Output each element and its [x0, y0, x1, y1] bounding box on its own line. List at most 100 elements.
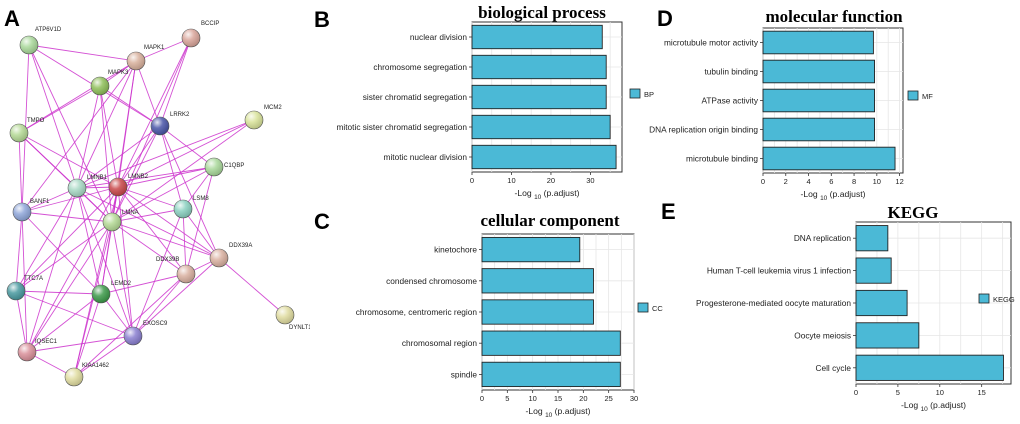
- category-label: kinetochore: [434, 245, 477, 255]
- network-edge: [73, 335, 134, 378]
- network-edge: [117, 125, 161, 188]
- network-edge: [182, 208, 187, 275]
- network-node-lmna: LMNA: [102, 210, 139, 232]
- network-edge: [18, 132, 23, 213]
- x-tick-label: 15: [554, 394, 562, 403]
- network-edge: [100, 221, 113, 295]
- network-node-lmnb1: LMNB1: [67, 175, 108, 198]
- bar-chromosome-segregation: [471, 54, 607, 80]
- bar-mitotic-sister-chromatid-segregation: [471, 114, 611, 140]
- node-shine: [13, 203, 31, 221]
- network-edge: [132, 273, 187, 337]
- network-edge: [26, 186, 119, 353]
- bar-chromosomal-region: [481, 330, 621, 356]
- panel-label-a: A: [4, 6, 20, 31]
- bar-progesterone-mediated-oocyte-maturation: [855, 289, 908, 317]
- network-edge: [117, 186, 184, 210]
- network-node-exosc9: EXOSC9: [123, 321, 168, 346]
- network-edge: [117, 186, 187, 275]
- category-label: microtubule motor activity: [664, 38, 759, 48]
- bar-dna-replication-origin-binding: [762, 117, 875, 142]
- category-label: Human T-cell leukemia virus 1 infection: [707, 266, 852, 276]
- x-tick-label: 15: [978, 388, 986, 397]
- x-axis-label: -Log 10 (p.adjust): [514, 188, 579, 201]
- network-node-mapk1: MAPK1: [126, 45, 165, 71]
- network-edge: [159, 125, 184, 210]
- category-label: spindle: [451, 369, 478, 379]
- legend-label: BP: [644, 90, 654, 99]
- network-node-lrrk2: LRRK2: [150, 112, 190, 136]
- panel-label: C: [314, 209, 330, 234]
- network-node-bccip: BCCIP: [181, 21, 219, 48]
- node-label: C1QBP: [224, 163, 244, 169]
- x-tick-label: 6: [829, 177, 833, 186]
- network-edge: [111, 119, 255, 223]
- node-label: MCM2: [264, 105, 282, 111]
- category-label: chromosome, centromeric region: [356, 307, 478, 317]
- node-shine: [124, 327, 142, 345]
- network-edge: [159, 125, 215, 168]
- node-shine: [210, 249, 228, 267]
- bar-kinetochore: [481, 236, 581, 263]
- network-edge: [185, 166, 215, 275]
- bar-chromosome-centromeric-region: [481, 299, 594, 325]
- network-edge: [26, 335, 134, 353]
- node-label: EXOSC9: [143, 321, 168, 327]
- network-edge: [135, 37, 192, 62]
- node-label: LSM8: [193, 196, 209, 202]
- node-label: KIAA1462: [82, 363, 110, 369]
- network-edge: [15, 186, 119, 292]
- node-label: TTC7A: [24, 276, 43, 282]
- node-label: LRRK2: [170, 112, 190, 118]
- bar-sister-chromatid-segregation: [471, 84, 607, 110]
- network-edge: [21, 60, 137, 213]
- network-edge: [21, 211, 102, 295]
- chart-title: molecular function: [765, 7, 903, 26]
- x-tick-label: 0: [480, 394, 484, 403]
- network-edge: [18, 85, 101, 134]
- network-edge: [132, 257, 220, 337]
- bar-cell-cycle: [855, 354, 1004, 381]
- network-node-banf1: BANF1: [12, 199, 50, 222]
- network-edge: [73, 221, 113, 378]
- network-edge: [15, 187, 78, 292]
- node-label: LMNB1: [87, 175, 108, 181]
- network-node-lmnb2: LMNB2: [108, 174, 149, 197]
- x-tick-label: 10: [873, 177, 881, 186]
- node-label: DDX39A: [229, 243, 252, 249]
- network-edge: [159, 37, 192, 127]
- x-tick-label: 8: [852, 177, 856, 186]
- network-edge: [159, 125, 220, 259]
- network-edge: [73, 273, 187, 378]
- legend-swatch: [978, 293, 990, 304]
- network-edge: [28, 44, 78, 189]
- node-shine: [127, 52, 145, 70]
- node-label: DYNLT1: [289, 325, 310, 331]
- node-shine: [18, 343, 36, 361]
- network-edge: [117, 186, 134, 337]
- x-tick-label: 20: [579, 394, 587, 403]
- network-edge: [182, 208, 220, 259]
- network-edge: [99, 85, 161, 127]
- category-label: Oocyte meiosis: [794, 330, 851, 340]
- chart-title: KEGG: [887, 203, 938, 222]
- x-tick-label: 20: [547, 176, 555, 185]
- legend-swatch: [629, 88, 641, 99]
- node-label: ATP6V1D: [35, 27, 62, 33]
- node-label: BCCIP: [201, 21, 219, 27]
- network-edge: [99, 85, 119, 188]
- x-tick-label: 10: [507, 176, 515, 185]
- network-edge: [76, 166, 215, 189]
- x-axis-label: -Log 10 (p.adjust): [800, 189, 865, 202]
- network-edge: [76, 187, 220, 259]
- network-node-tmpo: TMPO: [9, 118, 45, 143]
- network-edge: [26, 187, 78, 353]
- network-edge: [73, 293, 102, 378]
- node-label: LEMD2: [111, 281, 132, 287]
- ppi-network: A ATP6V1DBCCIPMAPK1MAPK3LRRK2MCM2TMPOC1Q…: [4, 6, 310, 387]
- panel-label: E: [661, 199, 676, 224]
- network-edge: [111, 221, 187, 275]
